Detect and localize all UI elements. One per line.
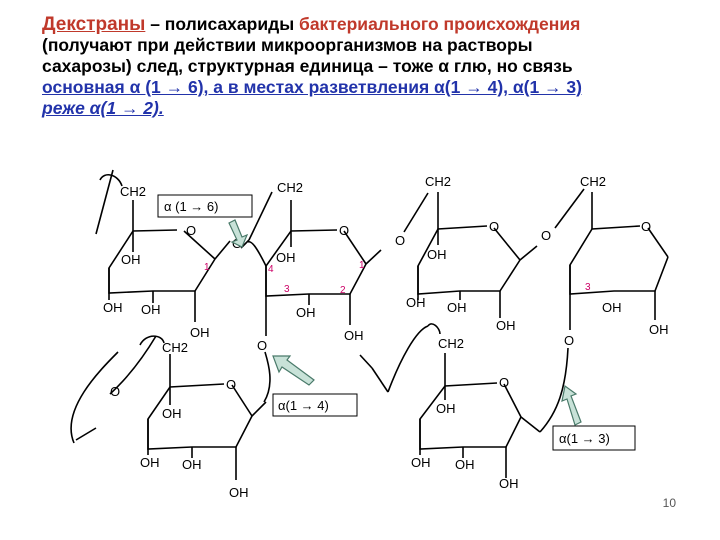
oh-5a: OH bbox=[162, 406, 182, 421]
o-link-5: O bbox=[564, 333, 574, 348]
ch2-3: CH2 bbox=[425, 174, 451, 189]
position-3b: 3 bbox=[585, 282, 591, 293]
o-ring-1: O bbox=[186, 223, 196, 238]
label-bond-13: α(1 → 3) bbox=[559, 431, 610, 446]
ch2-5: CH2 bbox=[162, 340, 188, 355]
oh-3d: OH bbox=[496, 318, 516, 333]
o-link-6: O bbox=[110, 384, 120, 399]
oh-2c: OH bbox=[344, 328, 364, 343]
oh-5d: OH bbox=[229, 485, 249, 500]
label-bond-14: α(1 → 4) bbox=[278, 398, 329, 413]
position-1b: 1 bbox=[359, 260, 365, 271]
ch2-6: CH2 bbox=[438, 336, 464, 351]
oh-1d: OH bbox=[190, 325, 210, 340]
oh-4b: OH bbox=[649, 322, 669, 337]
arrow-16-icon bbox=[228, 219, 249, 248]
position-1a: 1 bbox=[204, 262, 210, 273]
label-bond-16: α (1 → 6) bbox=[164, 199, 218, 214]
label-box-16 bbox=[157, 194, 253, 218]
oh-6d: OH bbox=[499, 476, 519, 491]
text-line-5: реже α(1 → 2). bbox=[42, 98, 164, 118]
oh-3c: OH bbox=[406, 295, 426, 310]
title-dextrans: Декстраны bbox=[42, 14, 146, 35]
arrow-14-icon bbox=[272, 355, 315, 386]
oh-1b: OH bbox=[141, 302, 161, 317]
label-box-14 bbox=[272, 393, 358, 417]
o-link-2: O bbox=[257, 338, 267, 353]
ring-6 bbox=[419, 382, 522, 450]
bacterial-origin: бактериального происхождения bbox=[299, 14, 581, 34]
o-link-4: O bbox=[541, 228, 551, 243]
o-ring-3: O bbox=[489, 219, 499, 234]
oh-5b: OH bbox=[182, 457, 202, 472]
title-dash: – полисахариды bbox=[145, 14, 300, 34]
ch2-2: CH2 bbox=[277, 180, 303, 195]
description-text: Декстраны – полисахариды бактериального … bbox=[42, 14, 690, 119]
arrow-13-icon bbox=[561, 384, 582, 426]
o-ring-5: O bbox=[226, 377, 236, 392]
text-line-4: основная α (1 → 6), а в местах разветвле… bbox=[42, 77, 582, 97]
text-line-3: сахарозы) след, структурная единица – то… bbox=[42, 56, 690, 77]
oh-1a: OH bbox=[121, 252, 141, 267]
o-ring-6: O bbox=[499, 375, 509, 390]
o-ring-4: O bbox=[641, 219, 651, 234]
position-3a: 3 bbox=[284, 284, 290, 295]
oh-2b: OH bbox=[296, 305, 316, 320]
position-4: 4 bbox=[268, 264, 274, 275]
text-line-1: Декстраны – полисахариды бактериального … bbox=[42, 14, 690, 35]
oh-5c: OH bbox=[140, 455, 160, 470]
alpha-symbol: α bbox=[438, 56, 450, 76]
oh-6b: OH bbox=[455, 457, 475, 472]
oh-6c: OH bbox=[411, 455, 431, 470]
oh-4a: OH bbox=[602, 300, 622, 315]
text-line-3b: глю, но связь bbox=[449, 56, 573, 76]
ch2-4: CH2 bbox=[580, 174, 606, 189]
oh-3a: OH bbox=[427, 247, 447, 262]
ch2-1: CH2 bbox=[120, 184, 146, 199]
o-ring-2: O bbox=[339, 223, 349, 238]
oh-2a: OH bbox=[276, 250, 296, 265]
text-line-3a: сахарозы) след, структурная единица – то… bbox=[42, 56, 439, 76]
o-link-3: O bbox=[395, 233, 405, 248]
text-line-2: (получают при действии микроорганизмов н… bbox=[42, 35, 533, 55]
oh-3b: OH bbox=[447, 300, 467, 315]
position-2: 2 bbox=[340, 285, 346, 296]
label-box-13 bbox=[552, 425, 636, 451]
oh-6a: OH bbox=[436, 401, 456, 416]
page-number: 10 bbox=[662, 496, 676, 510]
oh-1c: OH bbox=[103, 300, 123, 315]
